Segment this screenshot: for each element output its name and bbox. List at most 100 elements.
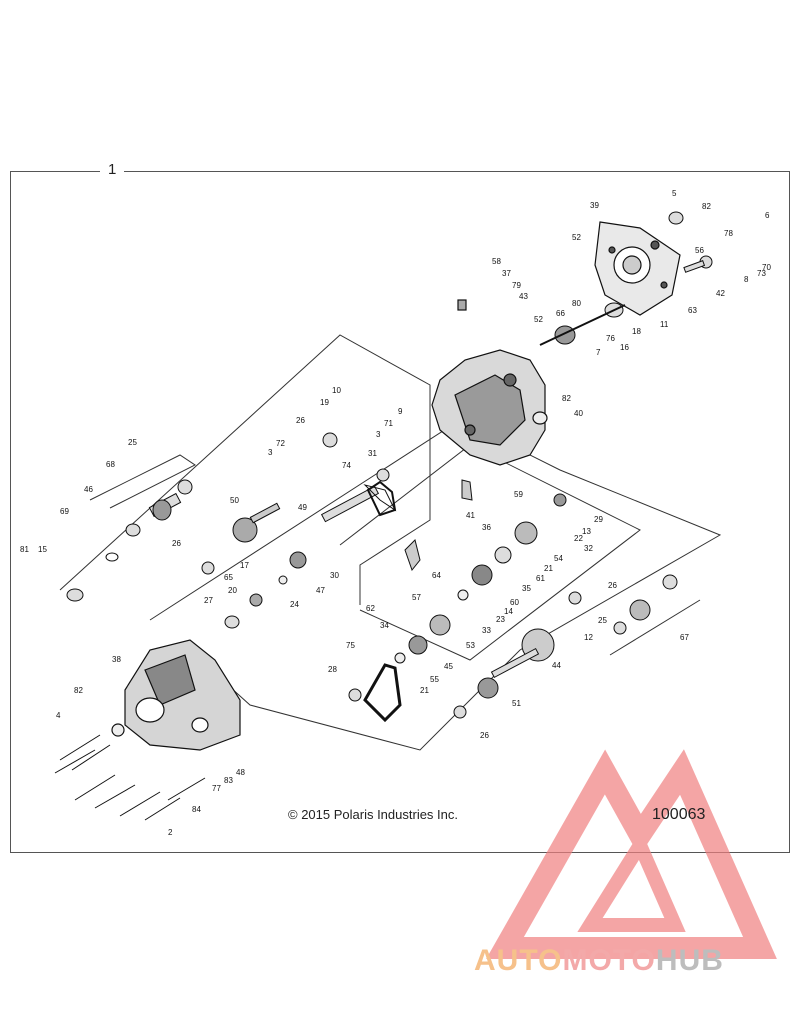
callout-50: 50 [230, 496, 239, 505]
callout-35: 35 [522, 584, 531, 593]
callout-52: 52 [572, 233, 581, 242]
copyright-notice: © 2015 Polaris Industries Inc. [288, 807, 458, 822]
callout-77: 77 [212, 784, 221, 793]
callout-37: 37 [502, 269, 511, 278]
callout-10: 10 [332, 386, 341, 395]
callout-29: 29 [594, 515, 603, 524]
housing-bolts [54, 734, 206, 821]
rear-case-cover [594, 221, 681, 316]
callout-76: 76 [606, 334, 615, 343]
callout-28: 28 [328, 665, 337, 674]
callout-68: 68 [106, 460, 115, 469]
callout-11: 11 [660, 320, 669, 329]
callout-54: 54 [554, 554, 563, 563]
callout-59: 59 [514, 490, 523, 499]
callout-49: 49 [298, 503, 307, 512]
main-case-housing [431, 299, 548, 466]
callout-18: 18 [632, 327, 641, 336]
callout-14: 14 [504, 607, 513, 616]
callout-53: 53 [466, 641, 475, 650]
callout-23: 23 [496, 615, 505, 624]
callout-24: 24 [290, 600, 299, 609]
callout-3: 3 [376, 430, 381, 439]
callout-60: 60 [510, 598, 519, 607]
callout-70: 70 [762, 263, 771, 272]
callout-73: 73 [757, 269, 766, 278]
watermark-hub: HUB [655, 944, 724, 977]
callout-20: 20 [228, 586, 237, 595]
callout-30: 30 [330, 571, 339, 580]
callout-51: 51 [512, 699, 521, 708]
callout-69: 69 [60, 507, 69, 516]
callout-5: 5 [672, 189, 677, 198]
callout-71: 71 [384, 419, 393, 428]
callout-25: 25 [598, 616, 607, 625]
callout-15: 15 [38, 545, 47, 554]
callout-31: 31 [368, 449, 377, 458]
callout-8: 8 [744, 275, 749, 284]
callout-21: 21 [420, 686, 429, 695]
callout-62: 62 [366, 604, 375, 613]
callout-6: 6 [765, 211, 770, 220]
watermark-moto: MOTO [562, 944, 656, 977]
callout-45: 45 [444, 662, 453, 671]
callout-40: 40 [574, 409, 583, 418]
callout-81: 81 [20, 545, 29, 554]
callout-82: 82 [702, 202, 711, 211]
callout-61: 61 [536, 574, 545, 583]
callout-48: 48 [236, 768, 245, 777]
callout-7: 7 [596, 348, 601, 357]
callout-26: 26 [480, 731, 489, 740]
callout-80: 80 [572, 299, 581, 308]
callout-75: 75 [346, 641, 355, 650]
rear-shaft-parts [539, 211, 713, 346]
callout-66: 66 [556, 309, 565, 318]
callout-43: 43 [519, 292, 528, 301]
callout-74: 74 [342, 461, 351, 470]
callout-36: 36 [482, 523, 491, 532]
callout-82: 82 [562, 394, 571, 403]
callout-67: 67 [680, 633, 689, 642]
callout-72: 72 [276, 439, 285, 448]
callout-34: 34 [380, 621, 389, 630]
callout-82: 82 [74, 686, 83, 695]
assembly-frame [10, 171, 790, 853]
callout-64: 64 [432, 571, 441, 580]
callout-21: 21 [544, 564, 553, 573]
callout-58: 58 [492, 257, 501, 266]
callout-12: 12 [584, 633, 593, 642]
callout-4: 4 [56, 711, 61, 720]
callout-63: 63 [688, 306, 697, 315]
callout-55: 55 [430, 675, 439, 684]
callout-38: 38 [112, 655, 121, 664]
callout-44: 44 [552, 661, 561, 670]
callout-78: 78 [724, 229, 733, 238]
callout-25: 25 [128, 438, 137, 447]
gear-shafts [66, 432, 678, 723]
callout-41: 41 [466, 511, 475, 520]
assembly-number: 1 [100, 161, 125, 178]
callout-19: 19 [320, 398, 329, 407]
callout-56: 56 [695, 246, 704, 255]
callout-13: 13 [582, 527, 591, 536]
callout-9: 9 [398, 407, 403, 416]
callout-17: 17 [240, 561, 249, 570]
callout-42: 42 [716, 289, 725, 298]
callout-33: 33 [482, 626, 491, 635]
callout-46: 46 [84, 485, 93, 494]
callout-47: 47 [316, 586, 325, 595]
callout-16: 16 [620, 343, 629, 352]
callout-84: 84 [192, 805, 201, 814]
callout-26: 26 [296, 416, 305, 425]
callout-2: 2 [168, 828, 173, 837]
callout-39: 39 [590, 201, 599, 210]
callout-labels: 5826397852567073842635837794352806676181… [20, 189, 771, 837]
callout-3: 3 [268, 448, 273, 457]
callout-57: 57 [412, 593, 421, 602]
callout-22: 22 [574, 534, 583, 543]
front-case-housing [111, 639, 241, 751]
callout-52: 52 [534, 315, 543, 324]
